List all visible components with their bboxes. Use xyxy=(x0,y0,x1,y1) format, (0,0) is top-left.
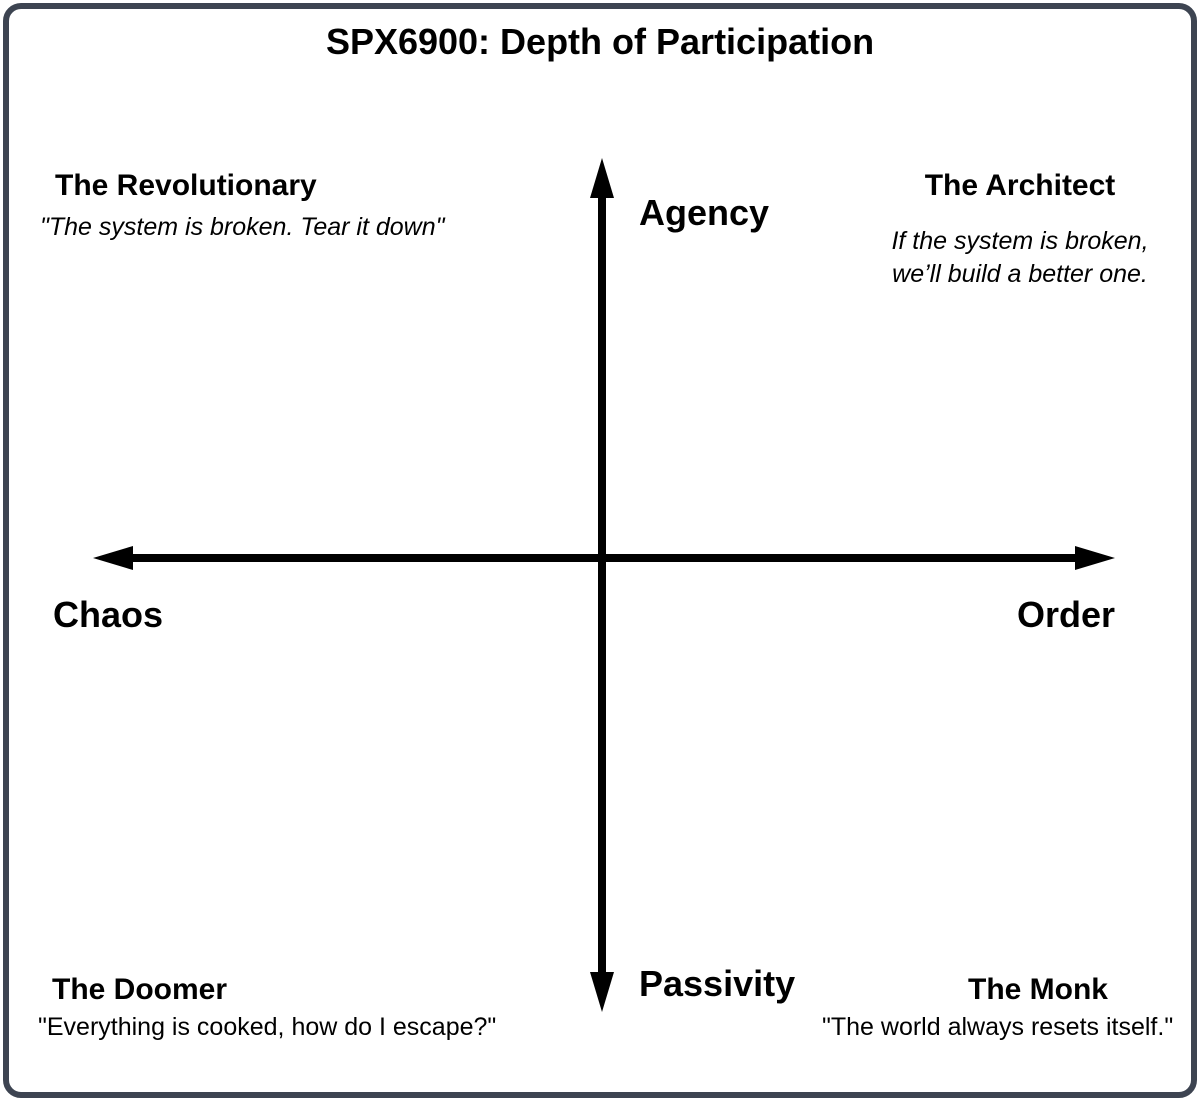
quadrant-top-left-name: The Revolutionary xyxy=(55,169,317,202)
left-arrowhead-icon xyxy=(93,546,133,570)
quadrant-top-right-quote-line1: If the system is broken, xyxy=(891,227,1149,255)
quadrant-top-right-name: The Architect xyxy=(924,169,1116,202)
diagram-title: SPX6900: Depth of Participation xyxy=(325,21,875,62)
quadrant-top-right-block: The Architect If the system is broken, w… xyxy=(840,171,1200,291)
axis-label-order: Order xyxy=(1017,594,1116,635)
right-arrowhead-icon xyxy=(1075,546,1115,570)
quadrant-bottom-left-quote: "Everything is cooked, how do I escape?" xyxy=(38,1013,497,1041)
quadrant-top-left-quote: "The system is broken. Tear it down" xyxy=(40,213,445,241)
up-arrowhead-icon xyxy=(590,158,614,198)
quadrant-bottom-right-name: The Monk xyxy=(968,973,1108,1006)
quadrant-bottom-right-quote: "The world always resets itself." xyxy=(822,1013,1174,1041)
quadrant-bottom-left-name: The Doomer xyxy=(52,973,228,1006)
axis-label-passivity: Passivity xyxy=(639,963,796,1004)
down-arrowhead-icon xyxy=(590,972,614,1012)
quadrant-top-right-quote-line2: we’ll build a better one. xyxy=(892,260,1148,288)
axis-label-agency: Agency xyxy=(639,192,770,233)
axis-label-chaos: Chaos xyxy=(53,594,164,635)
